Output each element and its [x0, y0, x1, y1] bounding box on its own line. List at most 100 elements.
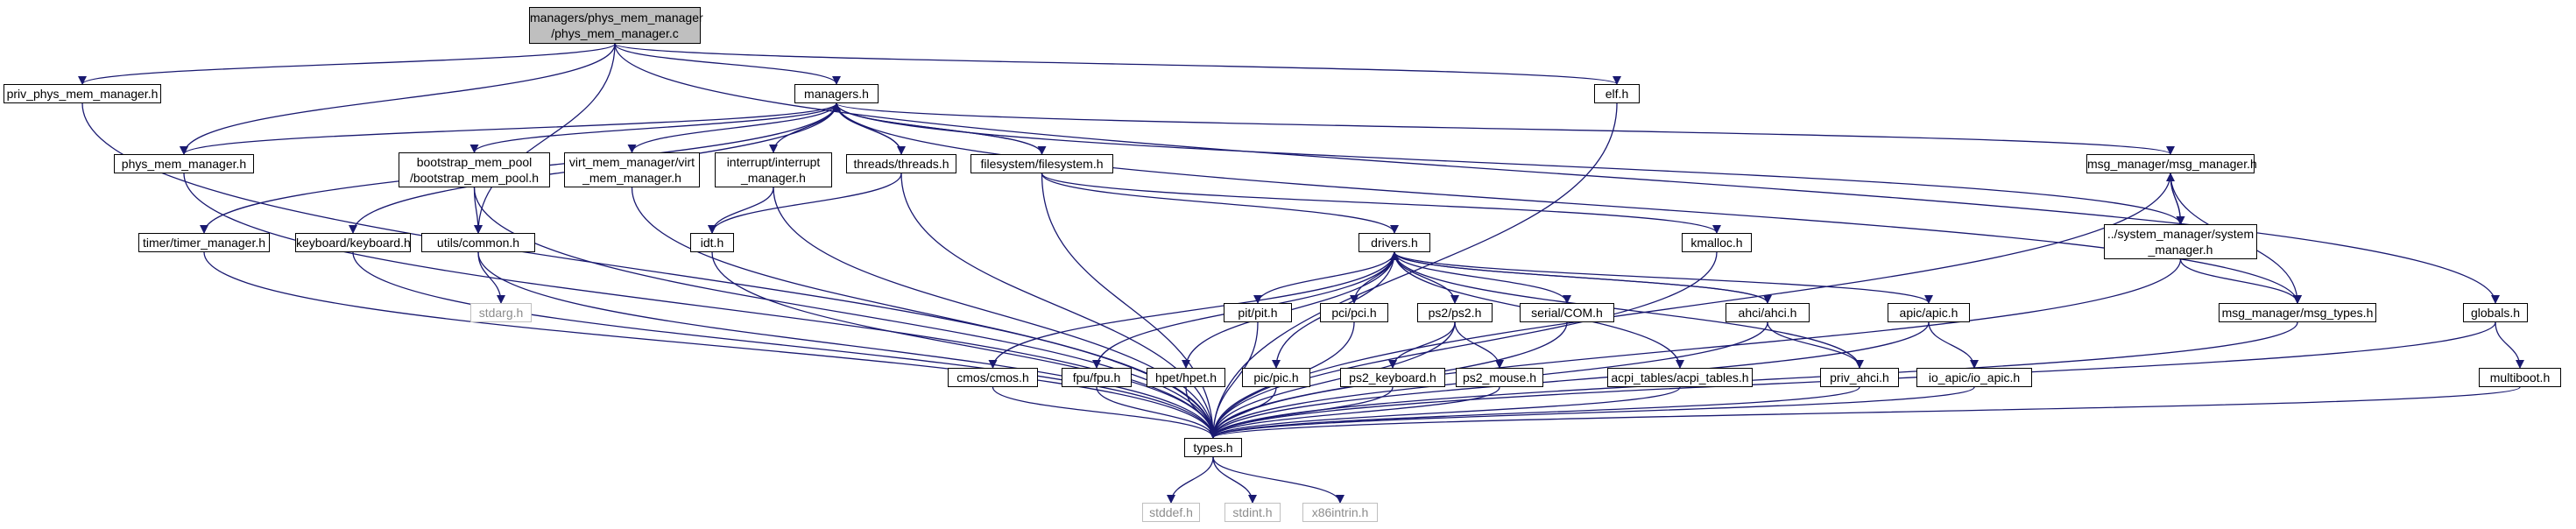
- node-fpu-h[interactable]: fpu/fpu.h: [1062, 368, 1132, 387]
- node-priv-ahci-h[interactable]: priv_ahci.h: [1820, 368, 1899, 387]
- node-label: managers/phys_mem_manager: [530, 11, 703, 25]
- edge-system_manager-to-types: [1209, 258, 2182, 439]
- node-label: pic/pic.h: [1253, 370, 1299, 384]
- node-label: apic/apic.h: [1899, 306, 1958, 320]
- node-label: elf.h: [1605, 87, 1629, 101]
- node-label: types.h: [1193, 441, 1233, 455]
- node-drivers-h[interactable]: drivers.h: [1359, 233, 1430, 252]
- node-acpi-tables-h[interactable]: acpi_tables/acpi_tables.h: [1607, 368, 1753, 387]
- edge-ps2-to-ps2_mouse: [1454, 321, 1504, 369]
- edge-keyboard-to-types: [352, 251, 1217, 439]
- node-label: io_apic/io_apic.h: [1928, 370, 2021, 384]
- node-label: stdint.h: [1232, 505, 1273, 519]
- node-interrupt-manager-h[interactable]: interrupt/interrupt _manager.h: [715, 152, 832, 187]
- node-system-manager-h[interactable]: ../system_manager/system_manager.h: [2104, 224, 2257, 259]
- node-label: _manager.h: [741, 171, 806, 185]
- node-timer-manager-h[interactable]: timer/timer_manager.h: [138, 233, 270, 252]
- node-idt-h[interactable]: idt.h: [690, 233, 734, 252]
- edge-common-to-stdarg: [477, 251, 505, 304]
- edge-root-to-elf: [614, 43, 1621, 85]
- node-globals-h[interactable]: globals.h: [2463, 303, 2528, 322]
- edge-root-to-priv_pmm: [78, 43, 616, 85]
- node-ps2-h[interactable]: ps2/ps2.h: [1417, 303, 1493, 322]
- node-label: drivers.h: [1371, 236, 1418, 250]
- node-label: acpi_tables/acpi_tables.h: [1611, 370, 1749, 384]
- node-pit-h[interactable]: pit/pit.h: [1224, 303, 1292, 322]
- node-label: _mem_manager.h: [582, 171, 681, 185]
- edge-filesystem-to-kmalloc: [1041, 173, 1721, 234]
- node-kmalloc-h[interactable]: kmalloc.h: [1682, 233, 1752, 252]
- edge-types-to-x86intrin: [1212, 456, 1344, 504]
- edge-priv_ahci-to-types: [1209, 386, 1860, 439]
- node-label: /phys_mem_manager.c: [551, 26, 679, 40]
- node-label: managers.h: [804, 87, 869, 101]
- node-multiboot-h[interactable]: multiboot.h: [2479, 368, 2561, 387]
- node-label: bootstrap_mem_pool: [416, 155, 533, 169]
- edge-ps2-to-ps2_keyboard: [1388, 321, 1456, 369]
- node-label: globals.h: [2470, 306, 2521, 320]
- node-label: stdarg.h: [478, 306, 524, 320]
- node-apic-h[interactable]: apic/apic.h: [1888, 303, 1970, 322]
- edge-managers-to-virt: [627, 102, 837, 153]
- node-msg-types-h[interactable]: msg_manager/msg_types.h: [2219, 303, 2376, 322]
- edge-drivers-to-pci: [1350, 251, 1395, 304]
- node-label: ../system_manager/system: [2107, 227, 2255, 241]
- node-label: serial/COM.h: [1531, 306, 1603, 320]
- edge-fpu-to-types: [1096, 386, 1217, 439]
- edge-types-to-stdint: [1212, 456, 1257, 504]
- edge-kmalloc-to-types: [1209, 251, 1718, 439]
- node-cmos-h[interactable]: cmos/cmos.h: [948, 368, 1038, 387]
- node-virt-mem-manager-h[interactable]: virt_mem_manager/virt_mem_manager.h: [564, 152, 700, 187]
- edge-drivers-to-pit: [1253, 251, 1395, 304]
- edge-ps2_mouse-to-types: [1209, 386, 1500, 439]
- edge-multiboot-to-types: [1209, 386, 2521, 439]
- edge-threads-to-idt: [708, 173, 902, 234]
- node-pci-h[interactable]: pci/pci.h: [1320, 303, 1388, 322]
- node-label: cmos/cmos.h: [956, 370, 1029, 384]
- edge-acpi-to-types: [1209, 386, 1681, 439]
- node-common-h[interactable]: utils/common.h: [421, 233, 535, 252]
- node-stdint-h: stdint.h: [1224, 503, 1281, 522]
- edge-timer-to-types: [203, 251, 1217, 439]
- node-pic-h[interactable]: pic/pic.h: [1242, 368, 1310, 387]
- node-label: msg_manager/msg_manager.h: [2087, 157, 2257, 171]
- node-stddef-h: stddef.h: [1142, 503, 1200, 522]
- node-bootstrap-mem-pool-h[interactable]: bootstrap_mem_pool/bootstrap_mem_pool.h: [399, 152, 550, 187]
- edge-filesystem-to-managers: [832, 102, 1043, 155]
- node-elf-h[interactable]: elf.h: [1594, 84, 1640, 103]
- node-ps2-keyboard-h[interactable]: ps2_keyboard.h: [1340, 368, 1445, 387]
- edge-root-to-pmm: [180, 43, 616, 155]
- node-label: ps2/ps2.h: [1428, 306, 1482, 320]
- node-types-h[interactable]: types.h: [1184, 438, 1242, 457]
- node-io-apic-h[interactable]: io_apic/io_apic.h: [1916, 368, 2032, 387]
- node-label: priv_phys_mem_manager.h: [6, 87, 159, 101]
- edge-managers-to-msg_manager: [836, 102, 2175, 155]
- edge-ahci-to-drivers: [1390, 251, 1768, 304]
- edge-ps2-to-types: [1209, 321, 1456, 439]
- node-label: interrupt/interrupt: [726, 155, 821, 169]
- node-keyboard-h[interactable]: keyboard/keyboard.h: [295, 233, 411, 252]
- node-threads-h[interactable]: threads/threads.h: [846, 154, 956, 173]
- node-priv-phys-mem-manager-h[interactable]: priv_phys_mem_manager.h: [4, 84, 161, 103]
- node-x86intrin-h: x86intrin.h: [1302, 503, 1378, 522]
- edge-managers-to-msg_types: [836, 102, 2302, 304]
- edge-idt-to-types: [711, 251, 1217, 439]
- node-hpet-h[interactable]: hpet/hpet.h: [1147, 368, 1225, 387]
- node-msg-manager-h[interactable]: msg_manager/msg_manager.h: [2086, 154, 2257, 173]
- node-label: msg_manager/msg_types.h: [2221, 306, 2374, 320]
- node-managers-h[interactable]: managers.h: [794, 84, 879, 103]
- edge-drivers-to-apic: [1394, 251, 1933, 304]
- node-label: pci/pci.h: [1331, 306, 1377, 320]
- edge-pit-to-types: [1209, 321, 1259, 439]
- node-phys-mem-manager-h[interactable]: phys_mem_manager.h: [114, 154, 254, 173]
- node-label: stddef.h: [1149, 505, 1193, 519]
- edge-common-to-types: [477, 251, 1217, 439]
- node-ahci-h[interactable]: ahci/ahci.h: [1726, 303, 1810, 322]
- node-filesystem-h[interactable]: filesystem/filesystem.h: [970, 154, 1113, 173]
- node-ps2-mouse-h[interactable]: ps2_mouse.h: [1456, 368, 1543, 387]
- edge-ahci-to-priv_ahci: [1767, 321, 1864, 369]
- node-label: hpet/hpet.h: [1154, 370, 1217, 384]
- node-serial-com-h[interactable]: serial/COM.h: [1520, 303, 1614, 322]
- edge-apic-to-types: [1209, 321, 1930, 439]
